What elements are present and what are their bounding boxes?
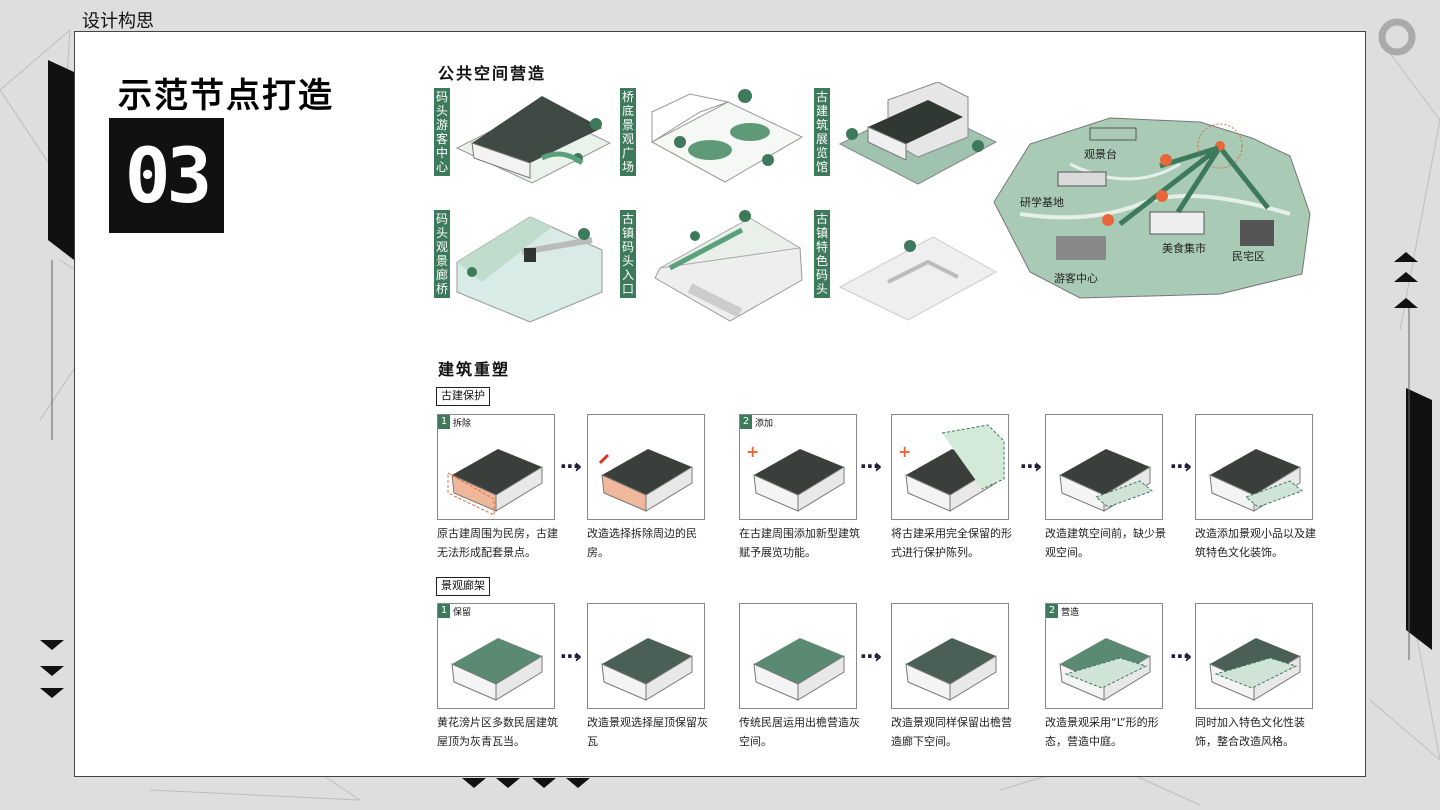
next-step-arrow-icon: ⋯›: [860, 454, 882, 478]
panel-caption: 改造选择拆除周边的民房。: [587, 527, 697, 559]
map-label-study-base: 研学基地: [1020, 196, 1064, 209]
section-number: 03: [109, 118, 224, 233]
next-step-arrow-icon: ⋯›: [560, 644, 582, 668]
node-label-visitor-center: 码头游客中心: [434, 88, 450, 176]
rebuild-panel: [1195, 603, 1313, 709]
next-step-arrow-icon: ⋯›: [560, 454, 582, 478]
panel-caption: 改造景观选择屋顶保留灰瓦: [587, 716, 708, 748]
group-tag-heritage: 古建保护: [436, 387, 490, 406]
panel-caption: 在古建周围添加新型建筑赋予展览功能。: [739, 527, 860, 559]
panel-caption: 将古建采用完全保留的形式进行保护陈列。: [891, 527, 1012, 559]
rebuild-panel: +: [891, 414, 1009, 520]
rebuild-panel: [1195, 414, 1313, 520]
next-step-arrow-icon: ⋯›: [860, 644, 882, 668]
rebuild-panel: [891, 603, 1009, 709]
rebuild-panel: [587, 414, 705, 520]
map-label-visitor-center: 游客中心: [1054, 272, 1098, 285]
svg-text:+: +: [898, 442, 911, 461]
building-illustration: [753, 638, 845, 701]
building-illustration: [1059, 449, 1153, 512]
rebuild-panel: [1045, 414, 1163, 520]
next-step-arrow-icon: ⋯›: [1170, 454, 1192, 478]
map-label-residential: 民宅区: [1232, 250, 1265, 263]
panel-caption: 传统民居运用出檐营造灰空间。: [739, 716, 860, 748]
step-number: 2: [740, 415, 752, 429]
panel-caption: 改造景观采用“L”形的形态，营造中庭。: [1045, 716, 1159, 748]
building-illustration: [1209, 638, 1301, 701]
step-number: 2: [1046, 604, 1058, 618]
panel-caption: 原古建周围为民房，古建无法形成配套景点。: [437, 527, 558, 559]
building-illustration: +: [898, 424, 1005, 512]
panel-caption: 同时加入特色文化性装饰，整合改造风格。: [1195, 716, 1305, 748]
rebuild-title: 建筑重塑: [438, 360, 511, 379]
panel-caption: 黄花滂片区多数民居建筑屋顶为灰青瓦当。: [437, 716, 558, 748]
panel-caption: 改造景观同样保留出檐营造廊下空间。: [891, 716, 1012, 748]
corner-title: 设计构思: [82, 11, 154, 32]
step-label: 营造: [1061, 607, 1080, 618]
page-title: 示范节点打造: [118, 76, 334, 116]
building-illustration: [451, 638, 543, 701]
building-illustration: [1209, 449, 1303, 512]
step-label: 拆除: [453, 418, 472, 429]
step-label: 添加: [755, 418, 774, 429]
node-label-exhibition-hall: 古建筑展览馆: [814, 88, 830, 176]
scene-visitor-center: [455, 96, 612, 184]
panel-caption: 改造添加景观小品以及建筑特色文化装饰。: [1195, 527, 1316, 559]
scene-bridge-plaza: [650, 89, 804, 183]
rebuild-panel: [739, 603, 857, 709]
panel-caption: 改造建筑空间前，缺少景观空间。: [1045, 527, 1166, 559]
step-label: 保留: [453, 607, 472, 618]
scene-viewing-bridge: [456, 216, 603, 323]
node-label-viewing-bridge: 码头观景廊桥: [434, 210, 450, 298]
next-step-arrow-icon: ⋯›: [1020, 454, 1042, 478]
node-label-bridge-plaza: 桥底景观广场: [620, 88, 636, 176]
node-label-feature-dock: 古镇特色码头: [814, 210, 830, 298]
building-illustration: +: [746, 442, 845, 512]
scene-exhibition-hall: [838, 82, 998, 185]
site-map: [993, 117, 1311, 299]
map-label-viewing-platform: 观景台: [1084, 148, 1117, 161]
svg-text:+: +: [746, 442, 759, 461]
map-label-food-market: 美食集市: [1162, 242, 1206, 255]
building-illustration: [447, 449, 543, 516]
building-illustration: [598, 449, 693, 512]
rebuild-panel: [587, 603, 705, 709]
node-label-dock-entrance: 古镇码头入口: [620, 210, 636, 298]
scene-feature-dock: [838, 236, 998, 321]
group-tag-corridor: 景观廊架: [436, 577, 490, 596]
scene-dock-entrance: [654, 210, 803, 322]
next-step-arrow-icon: ⋯›: [1170, 644, 1192, 668]
step-number: 1: [438, 415, 450, 429]
building-illustration: [1059, 638, 1151, 701]
step-number: 1: [438, 604, 450, 618]
building-illustration: [905, 638, 997, 701]
public-space-title: 公共空间营造: [438, 64, 547, 83]
building-illustration: [601, 638, 693, 701]
